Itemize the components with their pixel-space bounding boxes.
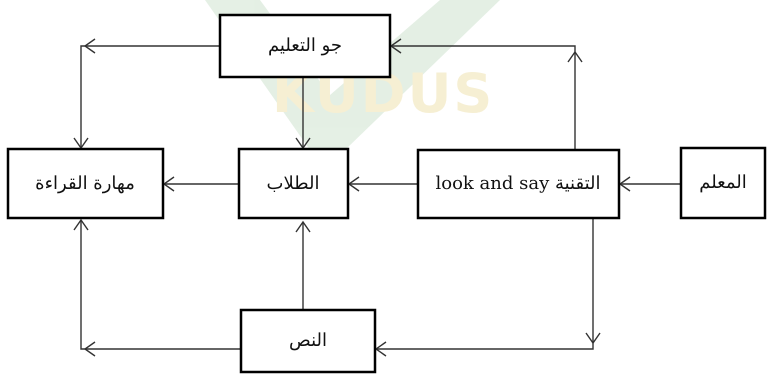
edge-technique-to-nass — [376, 219, 594, 350]
box-jaw-altaalim — [218, 13, 392, 79]
label-almuallim: المعلم — [699, 172, 747, 193]
label-annass: النص — [289, 330, 327, 351]
arrowhead-nass-left — [83, 341, 96, 357]
node-maharah-alqiraah: مهارة القراءة — [6, 147, 165, 220]
box-technique — [416, 148, 621, 220]
edge-technique-to-jaw — [391, 45, 576, 150]
label-attullab: الطلاب — [267, 173, 320, 194]
box-attullab — [237, 147, 350, 220]
label-jaw-altaalim: جو التعليم — [268, 35, 342, 56]
label-technique: التقنية look and say — [435, 173, 600, 194]
box-maharah-alqiraah — [6, 147, 165, 220]
box-almuallim — [679, 146, 767, 220]
node-attullab: الطلاب — [237, 147, 350, 220]
arrowhead-maharah-bottom — [73, 218, 89, 231]
label-maharah-alqiraah: مهارة القراءة — [35, 173, 135, 194]
edge-jaw-to-maharah — [80, 45, 219, 148]
arrowhead-technique-up — [567, 50, 583, 63]
arrowhead-jaw-left-corner — [83, 38, 96, 54]
node-annass: النص — [239, 308, 377, 374]
edge-nass-to-maharah — [80, 220, 240, 350]
node-technique: التقنية look and say — [416, 148, 621, 220]
arrowhead-tullab-bottom — [295, 220, 311, 233]
box-annass — [239, 308, 377, 374]
arrowhead-technique-down — [585, 332, 601, 345]
node-jaw-altaalim: جو التعليم — [218, 13, 392, 79]
node-almuallim: المعلم — [679, 146, 767, 220]
